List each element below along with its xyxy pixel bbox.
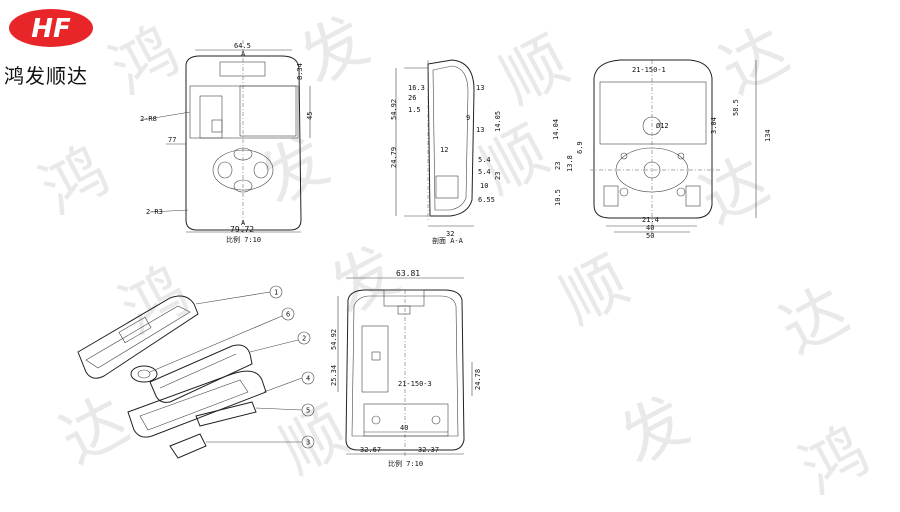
callout-number: 6 — [286, 311, 290, 319]
section-caption: 剖面 A-A — [432, 236, 464, 245]
label-r8: 2-R8 — [140, 115, 157, 123]
bottom-view: 63.81 54.92 25.34 24.78 21-150-3 40 32.6… — [330, 269, 482, 468]
dim-bottom-br: 32.37 — [418, 446, 439, 454]
back-dim-label: 134 — [764, 129, 772, 142]
scale-front: 比例 7:10 — [226, 235, 261, 244]
section-dim-label: 5.4 — [478, 156, 491, 164]
section-dim-label: 12 — [440, 146, 448, 154]
section-dim-label: 13 — [476, 84, 484, 92]
callout-number: 1 — [274, 289, 278, 297]
back-dim-label: 13.8 — [566, 155, 574, 172]
dim-bottom-inner: 40 — [400, 424, 408, 432]
callout-number: 5 — [306, 407, 310, 415]
back-dim-label: 6.9 — [576, 141, 584, 154]
section-dim-label: 10 — [480, 182, 488, 190]
hf-logo: HF — [9, 9, 93, 47]
section-dim-label: 24.79 — [390, 147, 398, 168]
callout-number: 4 — [306, 375, 310, 383]
back-dim-label: 14.04 — [552, 119, 560, 140]
back-dim-label: 3.04 — [710, 117, 718, 134]
dim-bottom-left-bottom: 25.34 — [330, 365, 338, 386]
section-view: 剖面 A-A 16.3 26 1.5 54.92 24.79 13 9 13 14.05 12 5.… — [390, 59, 502, 245]
section-dim-label: 13 — [476, 126, 484, 134]
callout-circle — [297, 331, 311, 345]
back-dim-label: 50 — [646, 232, 654, 240]
front-view: 64.5 A A 79.72 比例 7:10 2-R8 77 2-R3 45 8… — [140, 40, 314, 244]
dim-front-left: 77 — [168, 136, 176, 144]
section-dim-label: 5.4 — [478, 168, 491, 176]
callout-circle — [301, 435, 315, 449]
brand-name: 鸿发顺达 — [4, 64, 88, 88]
back-dim-label: 40 — [646, 224, 654, 232]
dim-front-side: 8.34 — [296, 63, 304, 80]
back-view: 21-150-1 14.04 6.9 23 13.8 10.5 Ø12 3.04 58.5 13… — [552, 59, 772, 240]
callouts: 1 6 2 4 5 3 — [269, 285, 315, 449]
section-dim-label: 6.55 — [478, 196, 495, 204]
callout-circle — [269, 285, 283, 299]
dim-bottom-left-top: 54.92 — [330, 329, 338, 350]
label-r3: 2-R3 — [146, 208, 163, 216]
section-dim-label: 9 — [466, 114, 470, 122]
section-mark-top: A — [241, 50, 246, 58]
callout-number: 2 — [302, 335, 306, 343]
section-mark-bottom: A — [241, 219, 246, 227]
section-dim-label: 23 — [494, 172, 502, 180]
dim-front-top: 64.5 — [234, 42, 251, 50]
bottom-part-no: 21-150-3 — [398, 380, 432, 388]
dim-front-right: 45 — [306, 112, 314, 120]
exploded-view: 1 6 2 4 5 3 — [77, 285, 315, 459]
back-part-no: 21-150-1 — [632, 66, 666, 74]
back-dim-label: 10.5 — [554, 189, 562, 206]
dim-bottom-top: 63.81 — [396, 269, 420, 278]
back-dim-label: Ø12 — [656, 122, 669, 130]
section-dim-label: 14.05 — [494, 111, 502, 132]
dim-bottom-right: 24.78 — [474, 369, 482, 390]
back-dim-label: 23 — [554, 162, 562, 170]
technical-drawing: 64.5 A A 79.72 比例 7:10 2-R8 77 2-R3 45 8… — [77, 40, 772, 468]
section-dim-label: 54.92 — [390, 99, 398, 120]
callout-number: 3 — [306, 439, 310, 447]
scale-bottom: 比例 7:10 — [388, 459, 423, 468]
logo-text: HF — [31, 14, 71, 44]
section-dim-label: 1.5 — [408, 106, 421, 114]
section-dim-label: 26 — [408, 94, 416, 102]
dim-front-bottom: 79.72 — [230, 225, 254, 234]
back-dim-label: 21.4 — [642, 216, 659, 224]
callout-circle — [281, 307, 295, 321]
section-dim-label: 16.3 — [408, 84, 425, 92]
back-dim-label: 58.5 — [732, 99, 740, 116]
callout-circle — [301, 403, 315, 417]
section-dim-label: 32 — [446, 230, 454, 238]
dim-bottom-bl: 32.67 — [360, 446, 381, 454]
callout-circle — [301, 371, 315, 385]
